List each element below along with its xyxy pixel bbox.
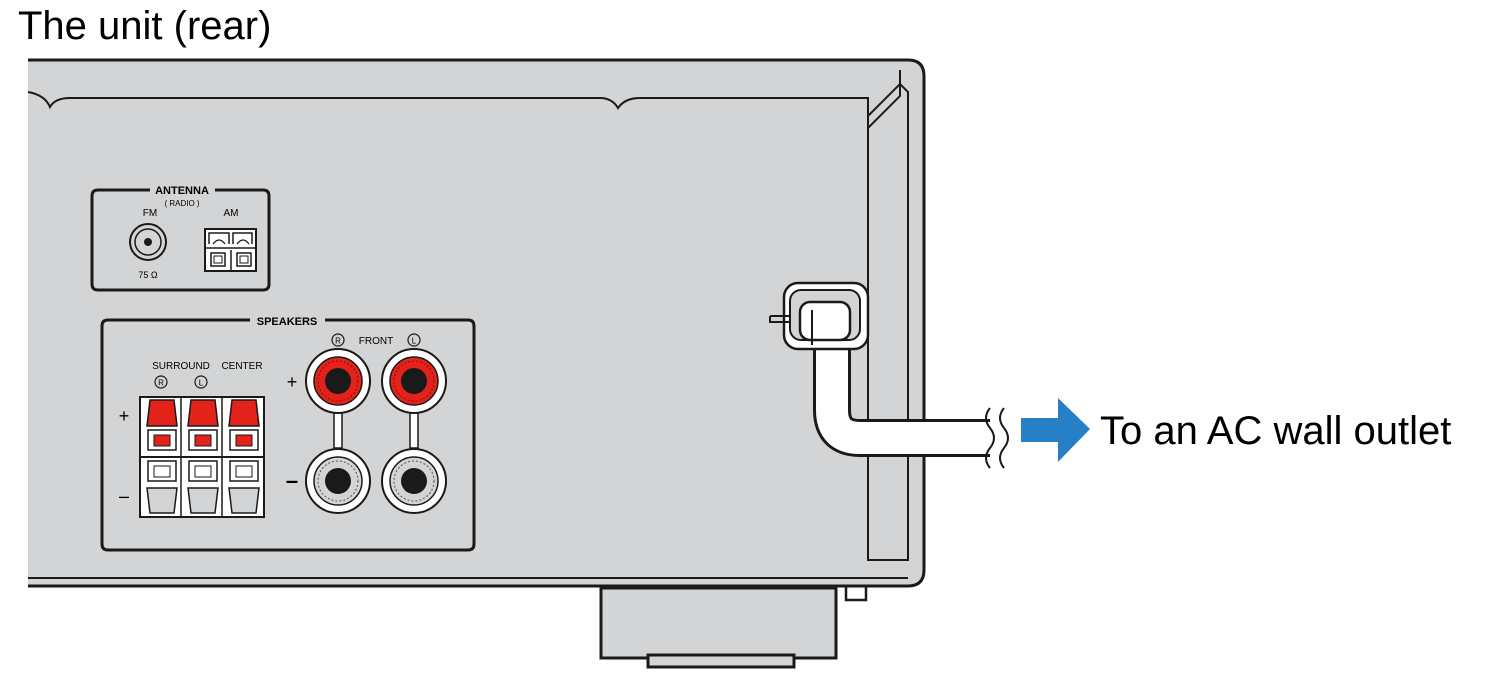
speakers-section: SPEAKERS SURROUND CENTER R L + – (100, 316, 476, 552)
fm-label: FM (143, 208, 157, 219)
fm-antenna-jack[interactable] (129, 223, 167, 261)
spring-plus-label: + (119, 406, 130, 426)
front-r-minus-post[interactable] (305, 448, 371, 514)
surround-r-text: R (158, 379, 164, 388)
arrow-right-icon (1021, 398, 1090, 462)
front-label: FRONT (359, 336, 393, 347)
surround-l-text: L (199, 379, 204, 388)
spring-minus-label: – (119, 486, 129, 506)
surround-label: SURROUND (152, 361, 210, 372)
am-antenna-terminal[interactable] (204, 228, 257, 272)
front-l-minus-post[interactable] (381, 448, 447, 514)
front-plus-label: + (287, 372, 298, 392)
center-terminal[interactable] (228, 399, 260, 514)
center-label: CENTER (221, 361, 262, 372)
front-r-plus-post[interactable] (305, 348, 371, 414)
power-cord (769, 281, 1009, 469)
page-title: The unit (rear) (18, 4, 272, 48)
surround-r-marker: R (154, 375, 168, 389)
front-r-marker: R (331, 333, 345, 347)
ac-outlet-label: To an AC wall outlet (1100, 409, 1451, 453)
surround-l-marker: L (194, 375, 208, 389)
speakers-heading: SPEAKERS (257, 316, 318, 328)
front-r-text: R (335, 337, 341, 346)
surround-r-terminal[interactable] (146, 399, 178, 514)
front-l-text: L (412, 337, 417, 346)
fm-impedance-label: 75 Ω (138, 270, 158, 280)
antenna-section: ANTENNA ( RADIO ) FM AM 75 Ω (90, 185, 271, 292)
unit-foot (599, 584, 868, 669)
front-l-marker: L (407, 333, 421, 347)
am-label: AM (224, 208, 239, 219)
antenna-heading: ANTENNA (155, 185, 209, 197)
front-minus-label: – (286, 468, 298, 493)
surround-l-terminal[interactable] (187, 399, 219, 514)
antenna-sub-label: ( RADIO ) (164, 199, 199, 208)
front-l-plus-post[interactable] (381, 348, 447, 414)
